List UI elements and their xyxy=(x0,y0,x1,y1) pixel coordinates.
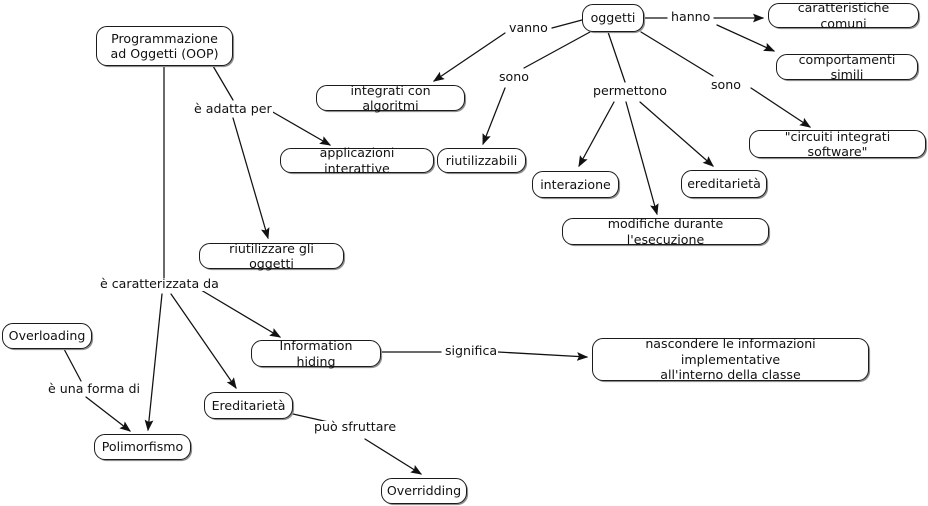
edge-oggetti-to-permettono xyxy=(607,31,626,83)
edge-label-hanno: hanno xyxy=(670,9,712,24)
edge-sfruttare-to-overridding xyxy=(364,438,423,475)
edge-permettono-to-interazione xyxy=(578,101,615,168)
edge-label-e-caratterizzata-da: è caratterizzata da xyxy=(99,276,220,291)
edge-oggetti-to-sono-right xyxy=(640,31,714,77)
node-overloading[interactable]: Overloading xyxy=(2,323,92,349)
edge-label-e-adatta-per: è adatta per xyxy=(193,101,273,116)
node-comportamenti-simili[interactable]: comportamenti simili xyxy=(776,52,918,82)
node-riutilizzabili[interactable]: riutilizzabili xyxy=(437,148,526,173)
edge-label-significa: significa xyxy=(444,343,499,358)
edge-sono-left-to-riutilizzabili xyxy=(482,87,506,146)
node-overridding[interactable]: Overridding xyxy=(381,478,467,504)
edge-permettono-to-modifiche xyxy=(625,101,659,216)
edge-label-permettono: permettono xyxy=(592,83,668,98)
edge-caratterizzata-to-polimorfismo xyxy=(144,293,163,432)
edge-oop-to-adatta xyxy=(212,65,234,101)
node-polimorfismo[interactable]: Polimorfismo xyxy=(94,434,191,460)
edge-overloading-to-polimorfismo xyxy=(63,348,82,382)
node-oggetti[interactable]: oggetti xyxy=(582,4,644,32)
edge-label-puo-sfruttare: può sfruttare xyxy=(313,419,398,434)
node-information-hiding[interactable]: Information hiding xyxy=(251,338,381,369)
edge-label-vanno: vanno xyxy=(508,20,549,35)
edge-permettono-to-ereditarieta xyxy=(639,101,714,167)
node-circuiti-integrati-software[interactable]: "circuiti integrati software" xyxy=(749,129,926,159)
edge-adatta-to-riutilizzare xyxy=(232,117,270,240)
edge-label-sono-left: sono xyxy=(498,69,530,84)
edge-oggetti-to-vanno xyxy=(551,19,583,29)
node-nascondere-informazioni[interactable]: nascondere le informazioni implementativ… xyxy=(592,336,869,382)
edge-sono-right-to-circuiti xyxy=(750,87,812,128)
edge-label-e-una-forma-di: è una forma di xyxy=(47,381,142,396)
edge-oggetti-to-sono-left xyxy=(523,31,591,69)
edge-adatta-to-applicazioni xyxy=(270,110,332,146)
edge-caratterizzata-to-ereditarieta xyxy=(170,293,237,390)
edge-caratterizzata-to-information-hiding xyxy=(190,283,282,338)
node-interazione[interactable]: interazione xyxy=(532,171,619,198)
edge-significa-to-nascondere xyxy=(497,351,589,361)
node-riutilizzare-gli-oggetti[interactable]: riutilizzare gli oggetti xyxy=(199,241,344,271)
edge-label-sono-right: sono xyxy=(710,77,742,92)
node-caratteristiche-comuni[interactable]: caratteristiche comuni xyxy=(768,0,919,31)
edge-hanno-to-comportamenti xyxy=(716,24,776,52)
node-ereditarieta-oop[interactable]: Ereditarietà xyxy=(204,392,293,419)
node-ereditarieta-oggetti[interactable]: ereditarietà xyxy=(681,170,767,198)
edge-forma-to-polimorfismo xyxy=(85,396,131,432)
node-modifiche-durante-esecuzione[interactable]: modifiche durante l'esecuzione xyxy=(562,216,769,247)
edge-vanno-to-integrati xyxy=(432,32,506,82)
node-programmazione-ad-oggetti[interactable]: Programmazione ad Oggetti (OOP) xyxy=(96,26,233,66)
node-applicazioni-interattive[interactable]: applicazioni interattive xyxy=(280,145,434,176)
node-integrati-con-algoritmi[interactable]: integrati con algoritmi xyxy=(316,83,465,113)
